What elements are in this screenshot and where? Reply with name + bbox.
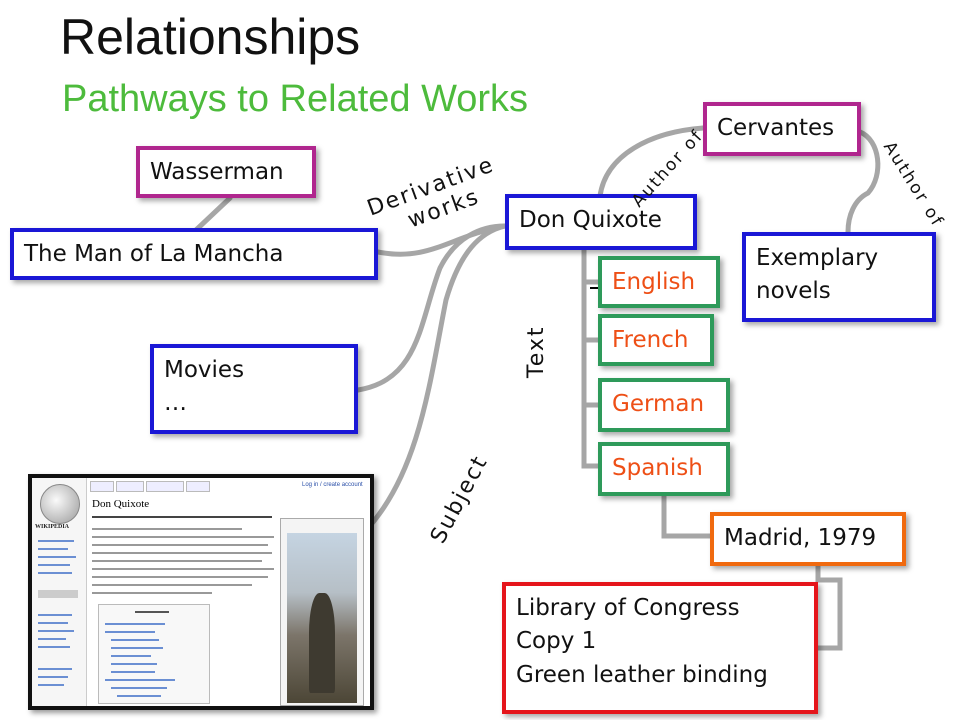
wikipedia-page-thumbnail: WIKIPEDIA Log in / create account Don Qu… [28, 474, 374, 710]
node-madrid-1979: Madrid, 1979 [710, 512, 906, 566]
wikipedia-globe-icon [40, 484, 80, 524]
node-label: English [612, 269, 696, 295]
node-label: Madrid, 1979 [724, 525, 877, 551]
node-library-copy: Library of Congress Copy 1 Green leather… [502, 582, 818, 714]
link-cervantes-exemplary [845, 129, 881, 235]
link-movies-donquixote [355, 223, 508, 393]
link-wasserman-manchamancha [193, 195, 233, 233]
wiki-infobox [280, 518, 364, 706]
node-man-of-la-mancha: The Man of La Mancha [10, 228, 378, 280]
page-title: Relationships [60, 9, 361, 65]
node-don-quixote: Don Quixote [505, 194, 697, 250]
node-label-line2: novels [756, 278, 831, 305]
link-wiki-donquixote [365, 223, 508, 531]
node-cervantes: Cervantes [703, 102, 861, 156]
node-label: The Man of La Mancha [24, 241, 284, 267]
page-subtitle: Pathways to Related Works [62, 78, 529, 120]
wiki-logo-text: WIKIPEDIA [35, 524, 70, 530]
node-label: German [612, 391, 705, 417]
node-spanish: Spanish [598, 442, 730, 496]
node-label-line1: Exemplary [756, 245, 879, 271]
node-label: French [612, 327, 689, 353]
link-spanish-madrid [661, 493, 713, 539]
node-label-line1: Movies [164, 357, 245, 383]
node-english: English [598, 256, 720, 308]
node-label: Wasserman [150, 159, 284, 185]
node-label-line3: Green leather binding [516, 661, 768, 688]
node-label: Spanish [612, 455, 703, 481]
node-label: Don Quixote [519, 207, 662, 233]
wiki-login-link: Log in / create account [302, 482, 363, 488]
node-label-line2: Copy 1 [516, 628, 597, 655]
node-french: French [598, 314, 714, 366]
link-madrid-library [815, 563, 843, 651]
node-exemplary-novels: Exemplary novels [742, 232, 936, 322]
wiki-table-of-contents [98, 604, 210, 704]
node-german: German [598, 378, 730, 432]
statue-photo [287, 533, 357, 703]
wiki-article-title: Don Quixote [92, 498, 150, 510]
edge-label-text: Text [524, 325, 549, 379]
link-text-trunk [581, 247, 601, 469]
node-wasserman: Wasserman [136, 146, 316, 198]
node-label-line2: … [164, 390, 187, 417]
link-donquixote-cervantes [597, 125, 706, 199]
node-label-line1: Library of Congress [516, 595, 740, 621]
node-movies: Movies … [150, 344, 358, 434]
node-label: Cervantes [717, 115, 835, 141]
wiki-sidebar: WIKIPEDIA [32, 478, 87, 706]
